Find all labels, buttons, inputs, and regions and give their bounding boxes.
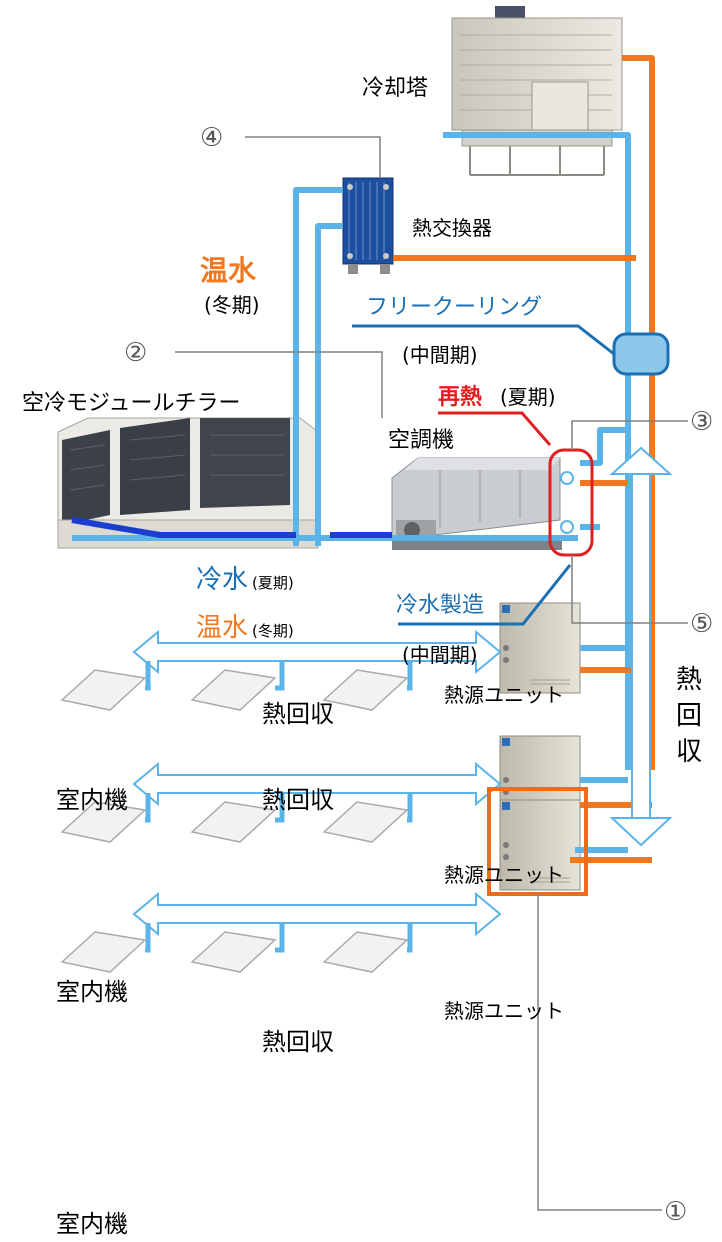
hot-water-winter-label: (冬期)	[204, 293, 260, 317]
callout-lines	[175, 136, 688, 1211]
chilled-water-label: 冷水	[196, 565, 248, 595]
indoor-unit-label-1: 室内機	[56, 786, 128, 814]
cooling-tower-label: 冷却塔	[362, 76, 428, 101]
chilled-water-production-mid-label: (中間期)	[402, 643, 478, 667]
marker-4: ④	[200, 123, 223, 153]
marker-5: ⑤	[690, 609, 713, 639]
heat-recovery-arrow-row3	[132, 891, 502, 937]
cassette-row3	[60, 931, 409, 973]
heat-source-unit-1	[499, 602, 581, 694]
heat-source-unit-label-3: 熱源ユニット	[444, 999, 564, 1023]
hot-water-2-winter-label: (冬期)	[252, 622, 294, 640]
heat-recovery-vertical-1: 熱	[676, 665, 702, 695]
indoor-unit-label-2: 室内機	[56, 978, 128, 1006]
heat-recovery-label-3: 熱回収	[262, 1028, 334, 1056]
heat-exchanger-label: 熱交換器	[412, 216, 492, 240]
chilled-water-summer-label: (夏期)	[252, 574, 294, 592]
reheat-summer-label: (夏期)	[500, 385, 556, 409]
coil-ports	[560, 471, 574, 534]
reheat-leader	[438, 411, 552, 446]
air-cooled-chiller	[57, 417, 319, 549]
reheat-label: 再熱	[438, 384, 482, 410]
heat-recovery-vertical-2: 回	[676, 701, 702, 731]
marker-2: ②	[124, 338, 147, 368]
vertical-heat-recovery-arrow	[609, 446, 673, 847]
heat-recovery-label-1: 熱回収	[262, 700, 334, 728]
heat-source-unit-label-1: 熱源ユニット	[444, 683, 564, 707]
chilled-water-pipe	[71, 517, 392, 538]
heat-recovery-label-2: 熱回収	[262, 786, 334, 814]
hot-water-2-label: 温水	[196, 613, 248, 643]
reheat-coil-frame	[548, 448, 594, 557]
heat-exchanger	[342, 177, 394, 274]
air-cooled-chiller-label: 空冷モジュールチラー	[22, 391, 240, 416]
free-cooling-leader	[352, 324, 615, 356]
cooling-tower	[451, 6, 623, 176]
cassette-row2	[60, 801, 409, 843]
indoor-units	[60, 669, 409, 973]
free-cooling-mid-season-label: (中間期)	[402, 343, 478, 367]
cassette-row1	[60, 669, 409, 711]
free-cooling-label: フリークーリング	[366, 295, 542, 320]
heat-source-unit-label-2: 熱源ユニット	[444, 863, 564, 887]
indoor-drop-pipes	[145, 661, 413, 953]
heat-recovery-vertical-3: 収	[676, 737, 702, 767]
chilled-water-production-label: 冷水製造	[396, 593, 484, 618]
indoor-unit-label-3: 室内機	[56, 1210, 128, 1238]
hot-water-label: 温水	[200, 254, 257, 287]
free-cooling-bypass	[612, 332, 670, 376]
water-pipes-light-blue	[72, 132, 631, 853]
marker-3: ③	[690, 407, 713, 437]
marker-1: ①	[664, 1197, 687, 1227]
heat-source-unit-3	[499, 799, 581, 891]
chilled-water-production-leader	[398, 564, 572, 626]
heat-recovery-arrow-row1	[132, 629, 502, 675]
ahu-label: 空調機	[388, 428, 454, 453]
heat-recovery-arrow-row2	[132, 761, 502, 807]
